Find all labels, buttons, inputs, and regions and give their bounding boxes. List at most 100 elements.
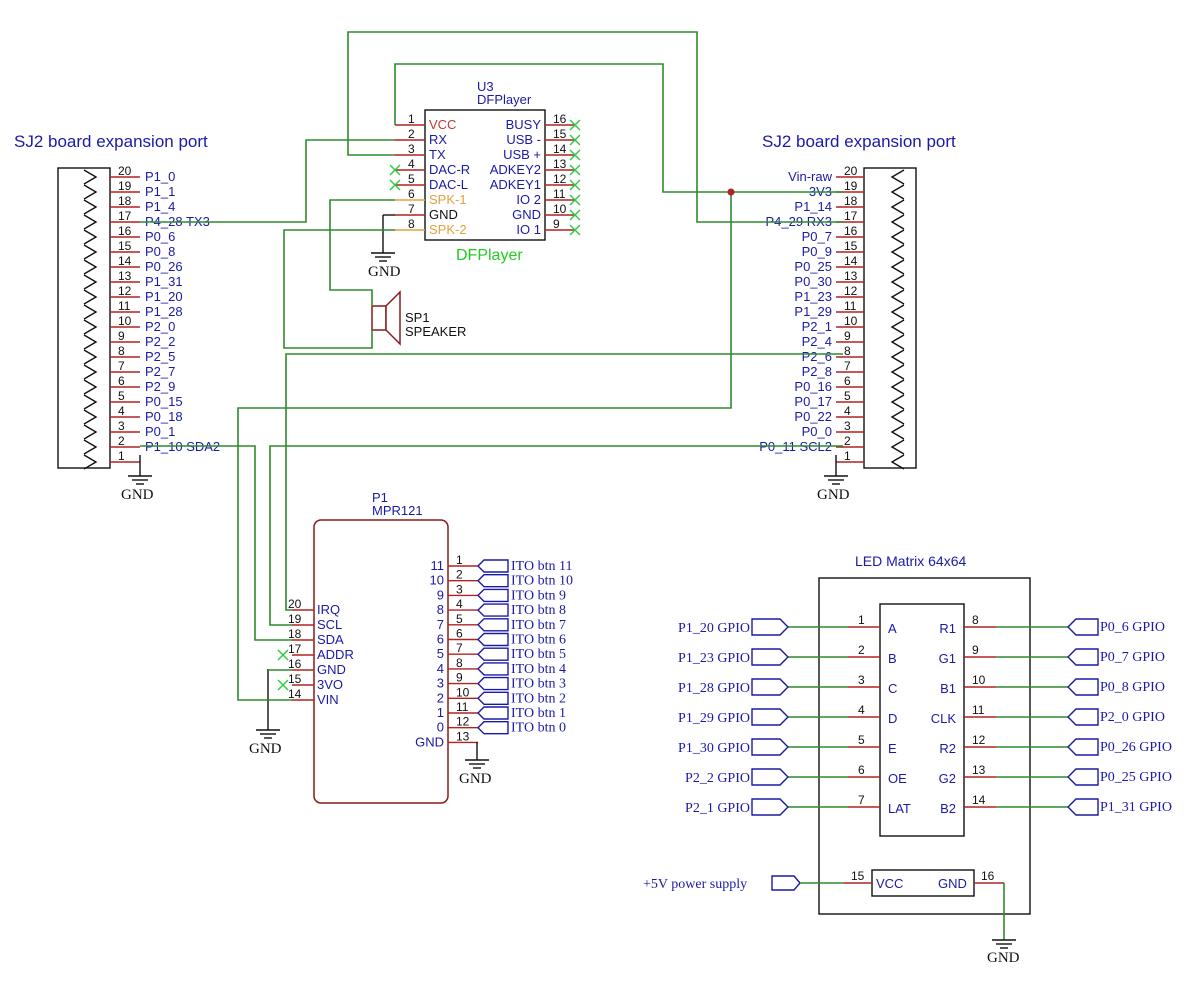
port-label: P2_2 GPIO: [685, 771, 750, 786]
pin-number: 12: [118, 284, 132, 298]
no-connect-mark: [569, 194, 581, 206]
pin-label: P0_22: [794, 409, 832, 424]
pin-number: 3: [456, 582, 463, 596]
led-gnd-num: 16: [981, 869, 995, 883]
pin-number: 9: [553, 217, 560, 231]
port-label: ITO btn 3: [511, 677, 566, 692]
port-label: P0_7 GPIO: [1100, 650, 1165, 665]
pin-number: 14: [972, 793, 986, 807]
pin-label: RX: [429, 132, 447, 147]
pin-label: 1: [437, 705, 444, 720]
pin-number: 12: [844, 284, 858, 298]
pin-number: 6: [844, 374, 851, 388]
pin-number: 15: [288, 672, 302, 686]
pin-label: USB +: [503, 147, 541, 162]
pin-label: P0_15: [145, 394, 183, 409]
header-contact: [83, 274, 98, 290]
no-connect-mark: [569, 134, 581, 146]
port-flag: [477, 603, 509, 617]
gnd-label: GND: [459, 771, 492, 787]
pin-number: 20: [118, 164, 132, 178]
header-contact: [83, 379, 98, 395]
pin-number: 2: [858, 643, 865, 657]
port-label: ITO btn 4: [511, 662, 566, 677]
header-contact: [890, 214, 905, 230]
pin-number: 2: [118, 434, 125, 448]
port-flag: [751, 738, 789, 756]
header-contact: [83, 289, 98, 305]
pin-label: P1_29: [794, 304, 832, 319]
header-contact: [83, 214, 98, 230]
pin-number: 10: [118, 314, 132, 328]
port-label: P1_31 GPIO: [1100, 800, 1172, 815]
pin-label: 9: [437, 587, 444, 602]
pin-label: A: [888, 621, 897, 636]
dfplayer-caption: DFPlayer: [456, 247, 523, 264]
pin-label: G1: [939, 651, 956, 666]
port-flag: [751, 798, 789, 816]
pin-number: 13: [972, 763, 986, 777]
pin-label: BUSY: [506, 117, 542, 132]
right-port-title: SJ2 board expansion port: [762, 132, 956, 151]
pin-number: 1: [844, 449, 851, 463]
pin-label: 3VO: [317, 677, 343, 692]
header-contact: [83, 229, 98, 245]
pin-label: TX: [429, 147, 446, 162]
pin-number: 10: [972, 673, 986, 687]
pin-number: 8: [118, 344, 125, 358]
pin-label: P0_9: [802, 244, 832, 259]
header-contact: [83, 319, 98, 335]
pin-number: 11: [553, 187, 566, 201]
pin-number: 11: [844, 299, 857, 313]
header-contact: [890, 184, 905, 200]
speaker-ref: SP1: [405, 310, 430, 325]
header-contact: [890, 349, 905, 365]
pin-number: 7: [118, 359, 125, 373]
port-label: P2_0 GPIO: [1100, 710, 1165, 725]
pin-number: 19: [288, 612, 302, 626]
pin-number: 15: [844, 239, 858, 253]
dfplayer-value: DFPlayer: [477, 92, 532, 107]
header-contact: [890, 169, 905, 185]
no-connect-mark: [569, 224, 581, 236]
port-flag: [477, 691, 509, 705]
pin-number: 9: [118, 329, 125, 343]
pin-label: SDA: [317, 632, 344, 647]
pin-number: 7: [408, 202, 415, 216]
power-port-label: +5V power supply: [643, 877, 747, 892]
no-connect-mark: [277, 679, 289, 691]
port-flag: [1067, 648, 1099, 666]
pin-number: 14: [288, 687, 302, 701]
led-matrix-title: LED Matrix 64x64: [855, 553, 966, 569]
pin-number: 9: [972, 643, 979, 657]
pin-number: 5: [456, 612, 463, 626]
pin-label: 0: [437, 720, 444, 735]
header-contact: [890, 379, 905, 395]
port-label: P1_20 GPIO: [678, 621, 750, 636]
dfplayer-gnd: GND: [368, 214, 401, 280]
pin-number: 2: [408, 127, 415, 141]
pin-number: 3: [844, 419, 851, 433]
header-contact: [83, 439, 98, 455]
pin-number: 4: [844, 404, 851, 418]
pin-label: P2_1: [802, 319, 832, 334]
led-gnd-label: GND: [938, 876, 967, 891]
port-flag: [1067, 738, 1099, 756]
pin-label: GND: [317, 662, 346, 677]
pin-number: 1: [408, 112, 415, 126]
pin-number: 6: [858, 763, 865, 777]
port-label: ITO btn 9: [511, 588, 566, 603]
header-contact: [83, 364, 98, 380]
pin-label: 2: [437, 690, 444, 705]
header-contact: [890, 304, 905, 320]
pin-number: 1: [118, 449, 125, 463]
pin-number: 17: [288, 642, 302, 656]
header-contact: [890, 364, 905, 380]
port-label: ITO btn 0: [511, 721, 566, 736]
port-label: ITO btn 11: [511, 559, 572, 574]
pin-label: P0_25: [794, 259, 832, 274]
dfplayer-ref: U3: [477, 79, 494, 94]
